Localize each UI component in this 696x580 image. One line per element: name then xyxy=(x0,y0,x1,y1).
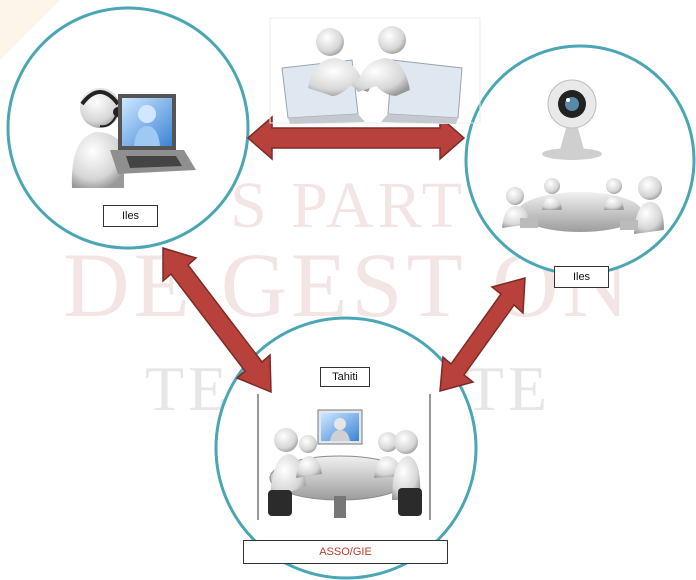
node-label-asso-gie: ASSO/GIE xyxy=(243,540,448,564)
arrow-left-right xyxy=(246,115,466,161)
arrow-left-bottom xyxy=(162,246,272,394)
headset-laptop-icon xyxy=(58,70,198,192)
node-label-right: Iles xyxy=(554,266,609,288)
arrow-right-bottom xyxy=(439,277,526,393)
conference-table-icon xyxy=(257,394,431,520)
corner-accent xyxy=(0,0,60,60)
node-circle-right xyxy=(464,44,696,276)
webcam-meeting-icon xyxy=(502,79,664,234)
handshake-laptops-icon xyxy=(269,12,481,124)
watermark-line-1: S PART xyxy=(230,169,466,242)
node-label-tahiti: Tahiti xyxy=(320,367,370,387)
node-label-left: Iles xyxy=(103,205,158,227)
